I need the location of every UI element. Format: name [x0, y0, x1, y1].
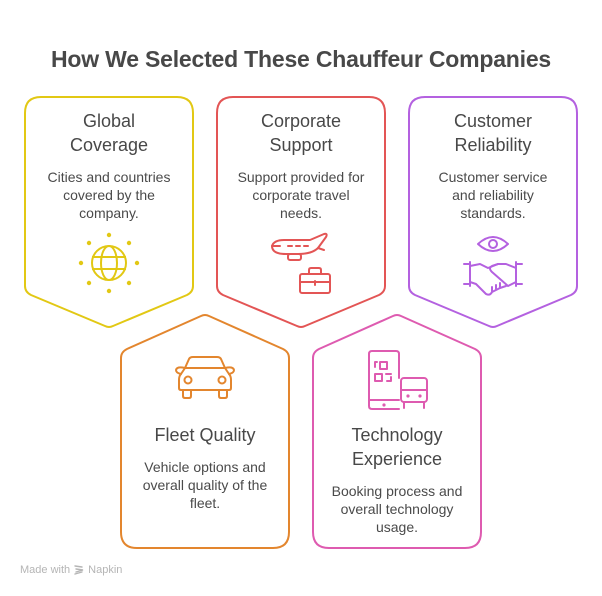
- made-with-label: Made with: [20, 564, 71, 576]
- card-description: Booking process and overall technology u…: [313, 482, 481, 536]
- card-title-line: Fleet Quality: [154, 425, 256, 445]
- card-title: Global Coverage: [25, 109, 193, 157]
- card-title: Technology Experience: [313, 423, 481, 471]
- card-desc-line: usage.: [375, 519, 419, 535]
- card-description: Vehicle options and overall quality of t…: [121, 458, 289, 512]
- globe-icon: [78, 232, 140, 294]
- card-desc-line: company.: [79, 205, 139, 221]
- napkin-brand-label: Napkin: [88, 564, 123, 576]
- card-customer-reliability: Customer Reliability Customer service an…: [409, 109, 577, 222]
- card-title-line: Technology: [351, 425, 443, 445]
- card-desc-line: and reliability: [452, 187, 534, 203]
- card-title-line: Experience: [351, 449, 443, 469]
- card-desc-line: Cities and countries: [47, 169, 171, 185]
- card-desc-line: Booking process and: [331, 483, 463, 499]
- card-technology-experience: Technology Experience Booking process an…: [313, 423, 481, 536]
- card-title: Fleet Quality: [121, 423, 289, 447]
- card-title: Corporate Support: [217, 109, 385, 157]
- card-desc-line: covered by the: [63, 187, 155, 203]
- card-desc-line: needs.: [279, 205, 323, 221]
- card-global-coverage: Global Coverage Cities and countries cov…: [25, 109, 193, 222]
- card-desc-line: Customer service: [438, 169, 548, 185]
- card-title-line: Customer: [453, 111, 533, 131]
- card-desc-line: standards.: [460, 205, 526, 221]
- card-title-line: Support: [269, 135, 333, 155]
- card-title-line: Global: [82, 111, 136, 131]
- card-desc-line: Support provided for: [237, 169, 365, 185]
- card-description: Cities and countries covered by the comp…: [25, 168, 193, 222]
- eye-handshake-icon: [463, 236, 523, 296]
- card-title-line: Coverage: [69, 135, 149, 155]
- card-desc-line: overall technology: [340, 501, 454, 517]
- card-title-line: Reliability: [454, 135, 532, 155]
- card-corporate-support: Corporate Support Support provided for c…: [217, 109, 385, 222]
- made-with-napkin-footer: Made with Napkin: [20, 564, 122, 576]
- card-desc-line: fleet.: [189, 495, 221, 511]
- card-title-line: Corporate: [260, 111, 342, 131]
- card-fleet-quality: Fleet Quality Vehicle options and overal…: [121, 423, 289, 512]
- airplane-briefcase-icon: [271, 232, 331, 294]
- card-desc-line: overall quality of the: [142, 477, 268, 493]
- card-shape-customer-reliability: [408, 96, 578, 328]
- card-description: Customer service and reliability standar…: [409, 168, 577, 222]
- card-shape-corporate-support: [216, 96, 386, 328]
- page-title: How We Selected These Chauffeur Companie…: [50, 46, 552, 72]
- napkin-logo-icon: [74, 565, 84, 575]
- card-desc-line: corporate travel: [252, 187, 350, 203]
- car-icon: [175, 356, 235, 399]
- card-shape-fleet-quality: [120, 314, 290, 549]
- card-desc-line: Vehicle options and: [144, 459, 266, 475]
- card-title: Customer Reliability: [409, 109, 577, 157]
- card-description: Support provided for corporate travel ne…: [217, 168, 385, 222]
- card-shape-technology-experience: [312, 314, 482, 549]
- card-shape-global-coverage: [24, 96, 194, 328]
- phone-qr-bus-icon: [368, 350, 428, 410]
